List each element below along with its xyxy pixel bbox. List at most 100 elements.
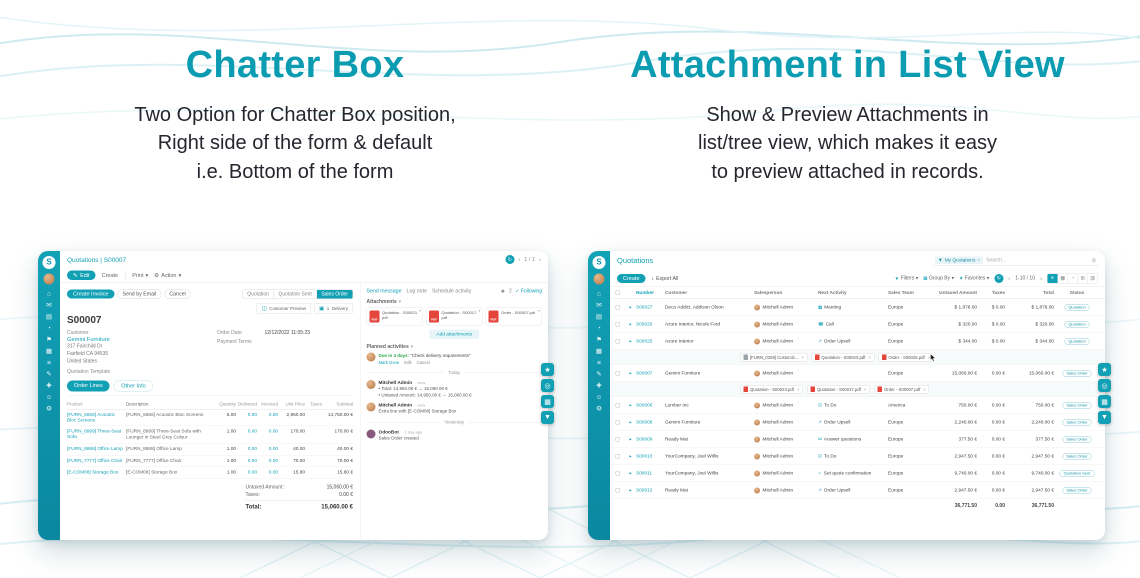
side-tool-button[interactable]: ▼ — [541, 411, 554, 424]
pager-next-icon[interactable]: › — [1040, 274, 1042, 282]
attachment-toggle-icon[interactable]: ▸ — [629, 370, 632, 376]
sidebar-app-icon[interactable]: ⚙ — [596, 404, 602, 412]
row-checkbox[interactable] — [615, 454, 620, 459]
sidebar-app-icon[interactable]: ▦ — [595, 347, 603, 355]
col-customer[interactable]: Customer — [665, 290, 688, 296]
order-line-row[interactable]: [FURN_6666] Acoustic Bloc Screens [FURN_… — [67, 409, 353, 426]
status-quotation[interactable]: Quotation — [247, 291, 269, 297]
table-row[interactable]: ▸ S00008 Gemini Furniture Mitchell Admin… — [610, 414, 1105, 431]
attachment-chip[interactable]: Order - S00025.pdf × — [878, 353, 934, 362]
sidebar-app-icon[interactable]: ⌂ — [47, 289, 51, 297]
cell-number[interactable]: S00025 — [636, 338, 653, 345]
order-line-row[interactable]: [FURN_8999] Three-Seat Sofa [FURN_8999] … — [67, 426, 353, 444]
attachment-toggle-icon[interactable]: ▸ — [629, 470, 632, 476]
status-sales-order[interactable]: Sales Order — [316, 289, 353, 299]
attachment-chip[interactable]: Order - S00007.pdf × — [873, 385, 930, 394]
cell-next-activity[interactable]: To Do — [824, 453, 837, 460]
customer-link[interactable]: Gemini Furniture — [67, 336, 110, 343]
favorites-menu[interactable]: ★ Favorites ▾ — [959, 276, 989, 282]
row-checkbox[interactable] — [615, 371, 620, 376]
col-next-activity[interactable]: Next Activity — [818, 290, 847, 296]
row-checkbox[interactable] — [615, 437, 620, 442]
row-checkbox[interactable] — [615, 339, 620, 344]
cell-number[interactable]: S00026 — [636, 321, 653, 328]
remove-facet-icon[interactable]: × — [977, 257, 981, 264]
sidebar-app-icon[interactable]: ☺ — [595, 393, 603, 401]
side-tool-button[interactable]: ▦ — [1098, 395, 1111, 408]
col-status[interactable]: Status — [1069, 290, 1085, 296]
cell-next-activity[interactable]: Order Upsell — [823, 419, 851, 426]
refresh-button[interactable]: ↻ — [994, 273, 1004, 283]
sidebar-app-icon[interactable]: ▦ — [45, 347, 53, 355]
filters-menu[interactable]: ▼ Filters ▾ — [895, 276, 919, 282]
side-tool-button[interactable]: ◎ — [541, 379, 554, 392]
chevron-down-icon[interactable]: ▾ — [537, 308, 540, 314]
table-row[interactable]: ▸ S00026 Azure Interior, Nicole Ford Mit… — [610, 316, 1105, 333]
cell-number[interactable]: S00011 — [636, 470, 653, 477]
cell-number[interactable]: S00012 — [636, 487, 653, 494]
chevron-down-icon[interactable]: ▾ — [418, 308, 421, 314]
line-product[interactable]: [FURN_6666] Acoustic Bloc Screens — [67, 411, 116, 423]
cell-number[interactable]: S00010 — [636, 453, 653, 460]
row-checkbox[interactable] — [615, 471, 620, 476]
activity-cancel-button[interactable]: Cancel — [416, 360, 430, 366]
attachment-card[interactable]: PDF Quotation - S00023.pdf ▾ — [366, 307, 423, 326]
cell-next-activity[interactable]: Meeting — [824, 304, 842, 311]
side-tool-button[interactable]: ★ — [1098, 363, 1111, 376]
send-message-link[interactable]: Send message — [366, 288, 402, 294]
customer-preview-smart-button[interactable]: ◫ Customer Preview — [256, 303, 312, 314]
message-author[interactable]: Mitchell Admin — [378, 402, 413, 409]
row-checkbox[interactable] — [615, 420, 620, 425]
sidebar-app-icon[interactable]: ▤ — [45, 312, 53, 320]
col-sales-team[interactable]: Sales Team — [888, 290, 914, 296]
order-date-value[interactable]: 12/12/2022 11:05:23 — [264, 330, 311, 336]
col-total[interactable]: Total — [1043, 290, 1054, 296]
attachment-toggle-icon[interactable]: ▸ — [629, 419, 632, 425]
pager-prev-icon[interactable]: ‹ — [518, 256, 521, 263]
sidebar-app-icon[interactable]: ◔ — [597, 324, 601, 332]
create-button[interactable]: Create — [101, 272, 119, 279]
cell-next-activity[interactable]: Set quote confirmation — [823, 470, 872, 477]
col-invoiced[interactable]: Invoiced — [261, 401, 278, 407]
cell-number[interactable]: S00027 — [636, 304, 653, 311]
table-row[interactable]: ▸ S00010 YourCompany, Joel Willis Mitche… — [610, 448, 1105, 465]
tab-other-info[interactable]: Other Info — [113, 380, 154, 392]
attachment-chip[interactable]: Quotation - S00017.pdf × — [806, 385, 870, 394]
col-salesperson[interactable]: Salesperson — [754, 290, 783, 296]
close-icon[interactable]: × — [927, 354, 931, 360]
followers-icon[interactable]: ☻ — [500, 288, 506, 294]
order-line-row[interactable]: [FURN_8888] Office Lamp [FURN_8888] Offi… — [67, 444, 353, 456]
breadcrumb[interactable]: Quotations | S00007 — [67, 255, 127, 264]
col-untaxed[interactable]: Untaxed Amount — [939, 290, 977, 296]
row-checkbox[interactable] — [615, 403, 620, 408]
order-line-row[interactable]: [FURN_7777] Office Chair [FURN_7777] Off… — [67, 455, 353, 468]
close-icon[interactable]: × — [796, 386, 800, 392]
col-taxes[interactable]: Taxes — [991, 290, 1005, 296]
group-by-menu[interactable]: ▦ Group By ▾ — [923, 276, 954, 282]
table-row[interactable]: ▸ S00012 Ready Mat Mitchell Admin ↗Order… — [610, 482, 1105, 499]
status-quotation-sent[interactable]: Quotation Sent — [273, 289, 316, 299]
mark-done-button[interactable]: Mark Done — [378, 360, 400, 366]
tab-order-lines[interactable]: Order Lines — [67, 380, 110, 392]
create-invoice-button[interactable]: Create Invoice — [67, 289, 115, 299]
sidebar-app-icon[interactable]: ▤ — [595, 312, 603, 320]
cell-next-activity[interactable]: To Do — [824, 402, 837, 409]
search-input[interactable]: ▼ My Quotations × Search... ◎ — [933, 255, 1098, 266]
close-icon[interactable]: × — [868, 354, 871, 360]
table-row[interactable]: ▸ S00011 YourCompany, Joel Willis Mitche… — [610, 465, 1105, 482]
attachment-toggle-icon[interactable]: ▸ — [629, 436, 632, 442]
sidebar-app-icon[interactable]: ✉ — [46, 301, 52, 309]
attachment-card[interactable]: PDF Order - S00007.pdf ▾ — [485, 307, 542, 326]
sidebar-app-icon[interactable]: ☺ — [45, 393, 53, 401]
table-row[interactable]: ▸ S00009 Ready Mat Mitchell Admin ✉Answe… — [610, 431, 1105, 448]
table-row[interactable]: ▸ S00027 Deco Addict, Addison Olson Mitc… — [610, 299, 1105, 316]
sidebar-app-icon[interactable]: ⚑ — [596, 335, 602, 343]
delivery-smart-button[interactable]: ▣ 1 Delivery — [314, 303, 353, 314]
line-product[interactable]: [FURN_8999] Three-Seat Sofa — [67, 428, 122, 440]
attachment-chip[interactable]: [FURN_0269] Customiz... × — [740, 353, 808, 362]
user-avatar[interactable] — [593, 273, 605, 285]
message-author[interactable]: OdooBot — [378, 429, 399, 436]
col-description[interactable]: Description — [126, 401, 149, 407]
action-menu[interactable]: ⚙ Action ▾ — [154, 272, 181, 278]
schedule-activity-link[interactable]: Schedule activity — [431, 288, 472, 294]
